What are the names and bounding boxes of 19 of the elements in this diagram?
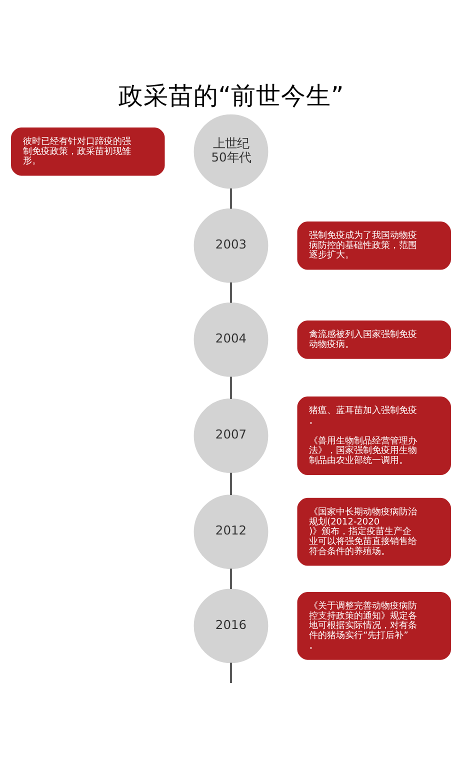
connector (230, 568, 232, 590)
connector (230, 662, 232, 684)
node-box: 猪瘟、蓝耳苗加入强制免疫。 《兽用生物制品经营管理办法》，国家强制免疫用生物制品由农业部统一调用。 (297, 396, 451, 476)
node-circle: 2004 (194, 302, 268, 377)
node-circle: 2016 (194, 588, 268, 664)
node-box: 《国家中长期动物疫病防治规划(2012-2020)》颁布，指定疫苗生产企业可以将强免苗直接销售给符合条件的养殖场。 (297, 498, 451, 566)
connector (230, 376, 232, 399)
connector (230, 472, 232, 496)
diagram-title: 政采苗的“前世今生” (118, 81, 344, 110)
connector (230, 188, 232, 209)
node-box: 《关于调整完善动物疫病防控支持政策的通知》规定各地可根据实际情况，对有条件的猪场实行“先打后补”。 (297, 592, 451, 660)
node-circle: 2012 (194, 494, 268, 570)
node-box: 禽流感被列入国家强制免疫动物疫病。 (297, 320, 451, 359)
connector (230, 282, 232, 303)
node-circle: 2003 (194, 208, 268, 283)
node-box: 彼时已经有针对口蹄疫的强制免疫政策，政采苗初现雏形。 (11, 127, 165, 176)
node-box: 强制免疫成为了我国动物疫病防控的基础性政策，范围逐步扩大。 (297, 222, 451, 270)
node-circle: 2007 (194, 398, 268, 473)
node-circle: 上世纪 50年代 (194, 114, 268, 189)
